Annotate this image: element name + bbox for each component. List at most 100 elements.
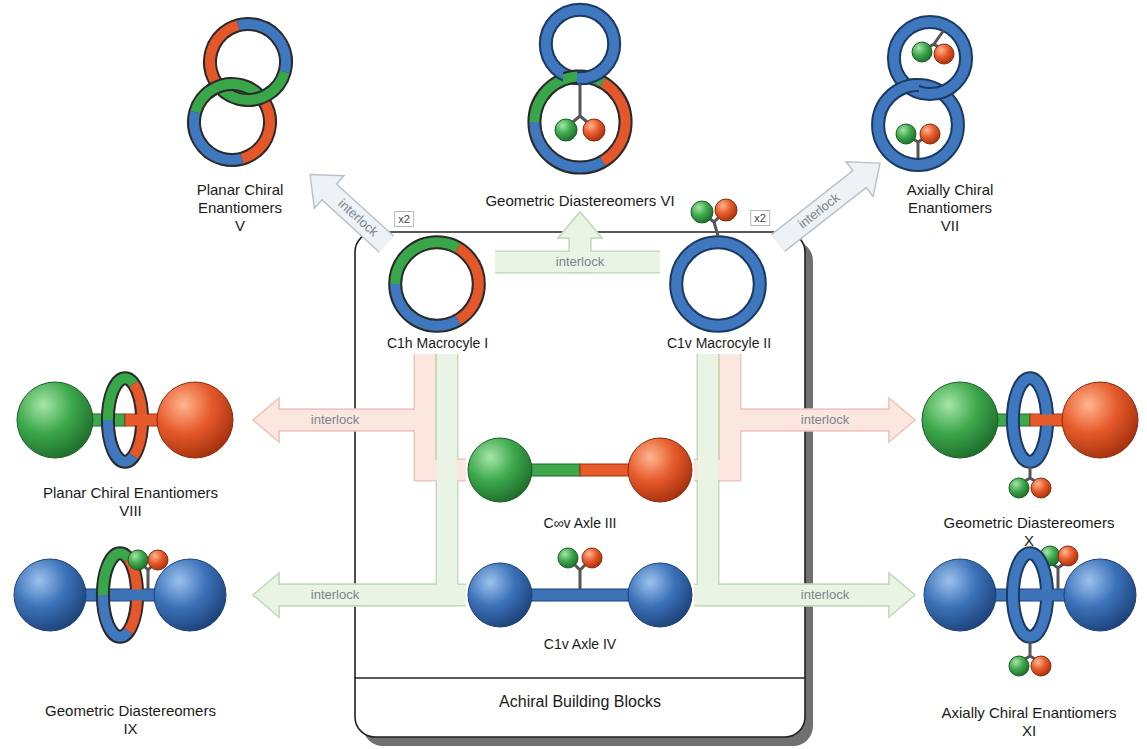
- arrow-label: interlock: [308, 412, 362, 428]
- node-caption: C1v Macrocyle II: [667, 335, 771, 352]
- node-caption: Geometric Diastereomers VI: [485, 192, 674, 210]
- catenane-figure: [878, 22, 966, 165]
- node-caption: C1v Axle IV: [544, 636, 616, 653]
- arrow-label: interlock: [798, 412, 852, 428]
- catenane-figure: [555, 119, 577, 141]
- catenane-figure: [897, 85, 919, 98]
- macrocycle-figure: [395, 242, 479, 326]
- stereoisomer-node: Axially Chiral Enantiomers VII: [880, 15, 1020, 237]
- macrocycle-figure: [715, 199, 737, 221]
- axle-figure: [468, 438, 532, 502]
- arrow-head: [889, 398, 915, 442]
- node-caption: Geometric Diastereomers IX: [41, 702, 221, 738]
- catenane-figure: [563, 76, 577, 85]
- rotaxane-figure: [1031, 415, 1055, 426]
- interlock-arrow: [328, 191, 387, 244]
- rotaxane-figure: [14, 559, 86, 631]
- arrow-head: [558, 212, 602, 238]
- building-block-panel: Achiral Building Blocks C1h Macrocyle I C1…: [355, 232, 805, 737]
- axle-node: C1v Axle IV: [466, 540, 694, 655]
- arrow-head: [253, 398, 279, 442]
- axle-figure: [468, 563, 532, 627]
- stereoisomer-node: Planar Chiral Enantiomers V: [170, 15, 310, 237]
- macrocycle-figure: [676, 242, 760, 326]
- arrow-head: [558, 212, 602, 238]
- arrow-head: [253, 398, 279, 442]
- catenane-figure: [546, 10, 614, 78]
- rotaxane-figure: [17, 382, 93, 458]
- catenane-figure: [568, 84, 592, 126]
- rotaxane-figure: [126, 415, 150, 426]
- rotaxane-figure: [14, 550, 226, 637]
- axle-figure: [582, 548, 602, 568]
- panel-outline: [355, 232, 805, 737]
- interlock-arrow: [778, 178, 861, 243]
- arrow-fill-layer: [277, 178, 891, 595]
- arrow-head: [889, 573, 915, 617]
- axle-figure: [468, 548, 692, 627]
- macrocycle-figure: [691, 201, 713, 223]
- arrow-label: interlock: [792, 188, 845, 234]
- node-caption: Achiral Building Blocks: [499, 692, 661, 711]
- node-caption: Axially Chiral Enantiomers XI: [937, 704, 1122, 740]
- rotaxane-figure: [1009, 478, 1029, 498]
- macrocycle-node: C1v Macrocyle II: [660, 205, 778, 354]
- rotaxane-figure: [1009, 656, 1029, 676]
- arrow-label: interlock: [308, 587, 362, 603]
- axle-figure: [468, 438, 692, 502]
- interlock-arrow: [694, 585, 891, 605]
- rotaxane-figure: [157, 382, 233, 458]
- rotaxane-figure: [154, 559, 226, 631]
- arrow-head: [889, 398, 915, 442]
- catenane-figure: [206, 75, 232, 99]
- panel-divider: [355, 677, 805, 678]
- rotaxane-figure: [1031, 656, 1051, 676]
- rotaxane-figure: [924, 546, 1136, 676]
- arrow-head: [253, 573, 279, 617]
- rotaxane-figure: [1031, 478, 1051, 498]
- arrow-label: interlock: [332, 194, 383, 242]
- catenane-figure: [185, 15, 294, 168]
- rotaxane-figure: [924, 559, 996, 631]
- node-caption: C1h Macrocyle I: [387, 335, 488, 352]
- catenane-figure: [583, 119, 605, 141]
- rotaxane-figure: [922, 382, 998, 458]
- rotaxane-figure: [128, 550, 148, 570]
- catenane-figure: [206, 75, 232, 99]
- axle-figure: [628, 438, 692, 502]
- macrocycle-figure: [676, 199, 760, 326]
- rotaxane-figure: [1062, 382, 1138, 458]
- catenane-figure: [896, 124, 916, 144]
- stereoisomer-node: Geometric Diastereomers IX: [8, 545, 253, 740]
- macrocycle-node: C1h Macrocyle I: [380, 244, 495, 354]
- rotaxane-figure: [121, 590, 145, 601]
- catenane-figure: [920, 124, 940, 144]
- catenane-figure: [563, 76, 577, 85]
- interlock-arrow: [329, 192, 386, 244]
- macrocycle-figure: [395, 242, 479, 326]
- axle-figure: [628, 563, 692, 627]
- interlock-arrow: [277, 585, 466, 605]
- catenane-figure: [534, 10, 625, 168]
- rotaxane-figure: [148, 550, 168, 570]
- arrow-head: [889, 573, 915, 617]
- interlock-arrow: [694, 420, 891, 470]
- arrow-head: [253, 573, 279, 617]
- rotaxane-figure: [1064, 559, 1136, 631]
- rotaxane-figure: [1058, 546, 1078, 566]
- stereoisomer-node: Geometric Diastereomers X: [915, 372, 1143, 552]
- multiplier-tag: x2: [394, 211, 414, 227]
- interlock-arrow: [708, 354, 891, 595]
- arrow-outline-layer: [279, 179, 889, 595]
- arrow-label: interlock: [553, 254, 607, 270]
- rotaxane-figure: [922, 378, 1138, 498]
- catenane-figure: [934, 44, 954, 64]
- node-caption: Planar Chiral Enantiomers VIII: [36, 484, 226, 520]
- node-caption: Axially Chiral Enantiomers VII: [904, 181, 997, 235]
- interlock-arrow: [277, 354, 447, 595]
- arrow-head-layer: [253, 162, 915, 617]
- catenane-figure: [534, 76, 625, 167]
- rotaxane-figure: [17, 378, 233, 462]
- axle-node: C∞v Axle III: [466, 434, 694, 534]
- rotaxane-figure: [1031, 590, 1055, 601]
